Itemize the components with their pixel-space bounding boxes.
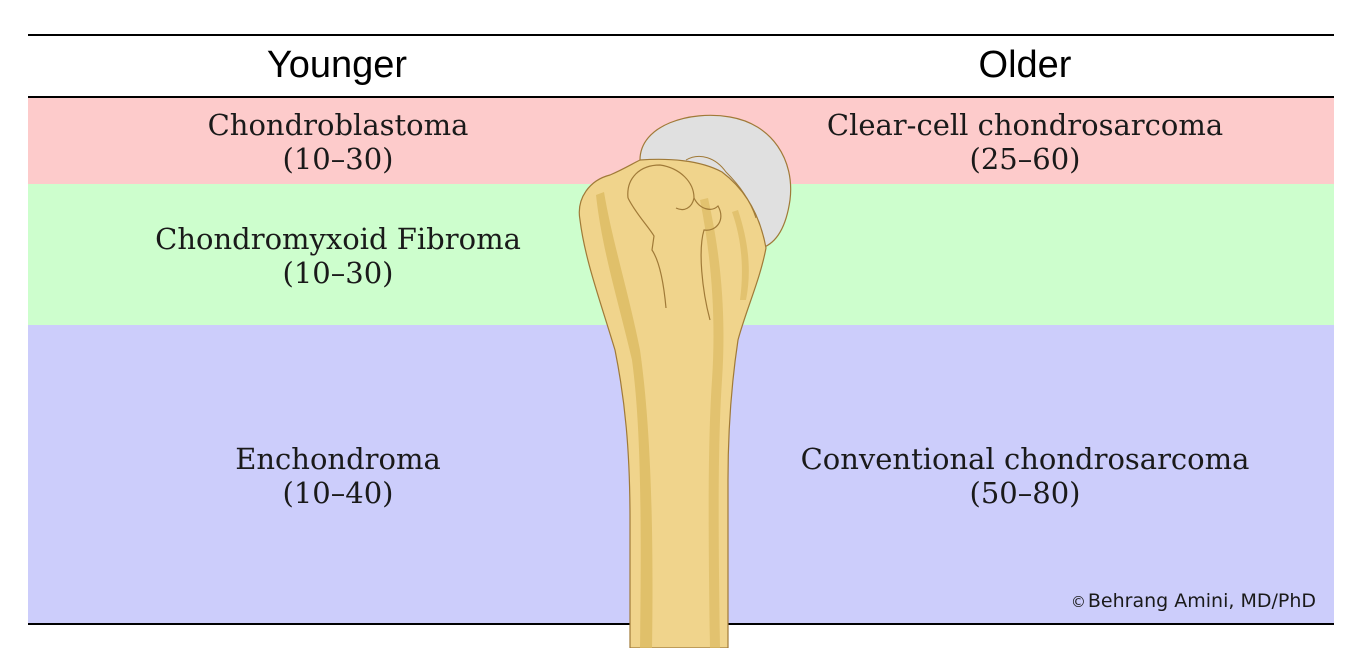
top-rule	[28, 34, 1334, 36]
row3-left-label: Enchondroma (10–40)	[78, 442, 598, 510]
age-range: (25–60)	[969, 142, 1081, 176]
header-younger: Younger	[266, 44, 408, 86]
lesser-tuberosity-outline	[693, 197, 722, 321]
header-older: Older	[978, 44, 1072, 86]
bone-shading	[596, 192, 653, 648]
row1-left-label: Chondroblastoma (10–30)	[78, 108, 598, 176]
copyright-credit: ©Behrang Amini, MD/PhD	[1071, 590, 1316, 612]
anatomic-neck-line	[685, 156, 757, 219]
tumor-name: Conventional chondrosarcoma	[800, 442, 1250, 476]
tumor-name: Clear-cell chondrosarcoma	[826, 108, 1224, 142]
bone-shading	[700, 198, 724, 648]
header-rule	[28, 96, 1334, 98]
age-range: (10–30)	[282, 256, 394, 290]
tumor-name: Chondroblastoma	[207, 108, 469, 142]
bicipital-groove-line	[627, 197, 667, 309]
age-range: (10–40)	[282, 476, 394, 510]
age-range: (10–30)	[282, 142, 394, 176]
credit-text: Behrang Amini, MD/PhD	[1087, 590, 1316, 612]
row2-left-label: Chondromyxoid Fibroma (10–30)	[78, 222, 598, 290]
row3-right-label: Conventional chondrosarcoma (50–80)	[765, 442, 1285, 510]
tumor-name: Chondromyxoid Fibroma	[155, 222, 521, 256]
row1-right-label: Clear-cell chondrosarcoma (25–60)	[765, 108, 1285, 176]
copyright-icon: ©	[1070, 593, 1086, 611]
tumor-name: Enchondroma	[235, 442, 441, 476]
greater-tuberosity-outline	[627, 164, 695, 211]
age-range: (50–80)	[969, 476, 1081, 510]
bone-shading	[732, 210, 749, 300]
